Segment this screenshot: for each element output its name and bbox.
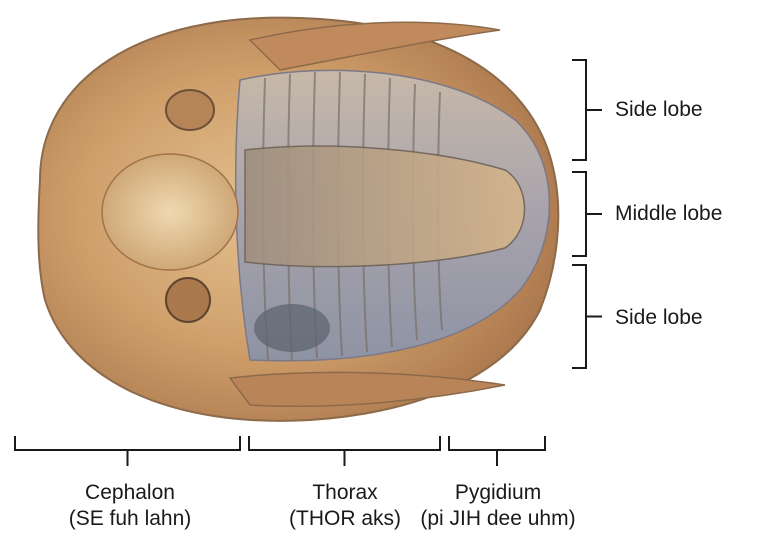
axial-lobe <box>245 146 525 267</box>
thorax-bracket <box>249 436 440 466</box>
middle-lobe-bracket <box>572 172 602 256</box>
side-lobe-bottom-bracket <box>572 265 602 368</box>
eye-top <box>166 90 214 130</box>
pygidium-name: Pygidium <box>408 480 588 506</box>
middle-lobe-label: Middle lobe <box>615 201 722 227</box>
glabella <box>102 154 238 270</box>
trilobite-fossil-image <box>38 18 558 421</box>
side-lobe-top-bracket <box>572 60 602 160</box>
cephalon-bracket <box>15 436 240 466</box>
cephalon-label: Cephalon (SE fuh lahn) <box>48 480 212 532</box>
cephalon-pronunciation: (SE fuh lahn) <box>48 506 212 532</box>
dark-patch <box>254 304 330 352</box>
bottom-brackets <box>15 436 545 466</box>
cephalon-name: Cephalon <box>48 480 212 506</box>
side-lobe-bottom-label: Side lobe <box>615 305 703 331</box>
side-lobe-top-label: Side lobe <box>615 97 703 123</box>
thorax-pronunciation: (THOR aks) <box>280 506 410 532</box>
thorax-label: Thorax (THOR aks) <box>280 480 410 532</box>
eye-bottom <box>166 278 210 322</box>
thorax-name: Thorax <box>280 480 410 506</box>
pygidium-label: Pygidium (pi JIH dee uhm) <box>408 480 588 532</box>
side-brackets <box>572 60 602 368</box>
pygidium-pronunciation: (pi JIH dee uhm) <box>408 506 588 532</box>
pygidium-bracket <box>449 436 545 466</box>
